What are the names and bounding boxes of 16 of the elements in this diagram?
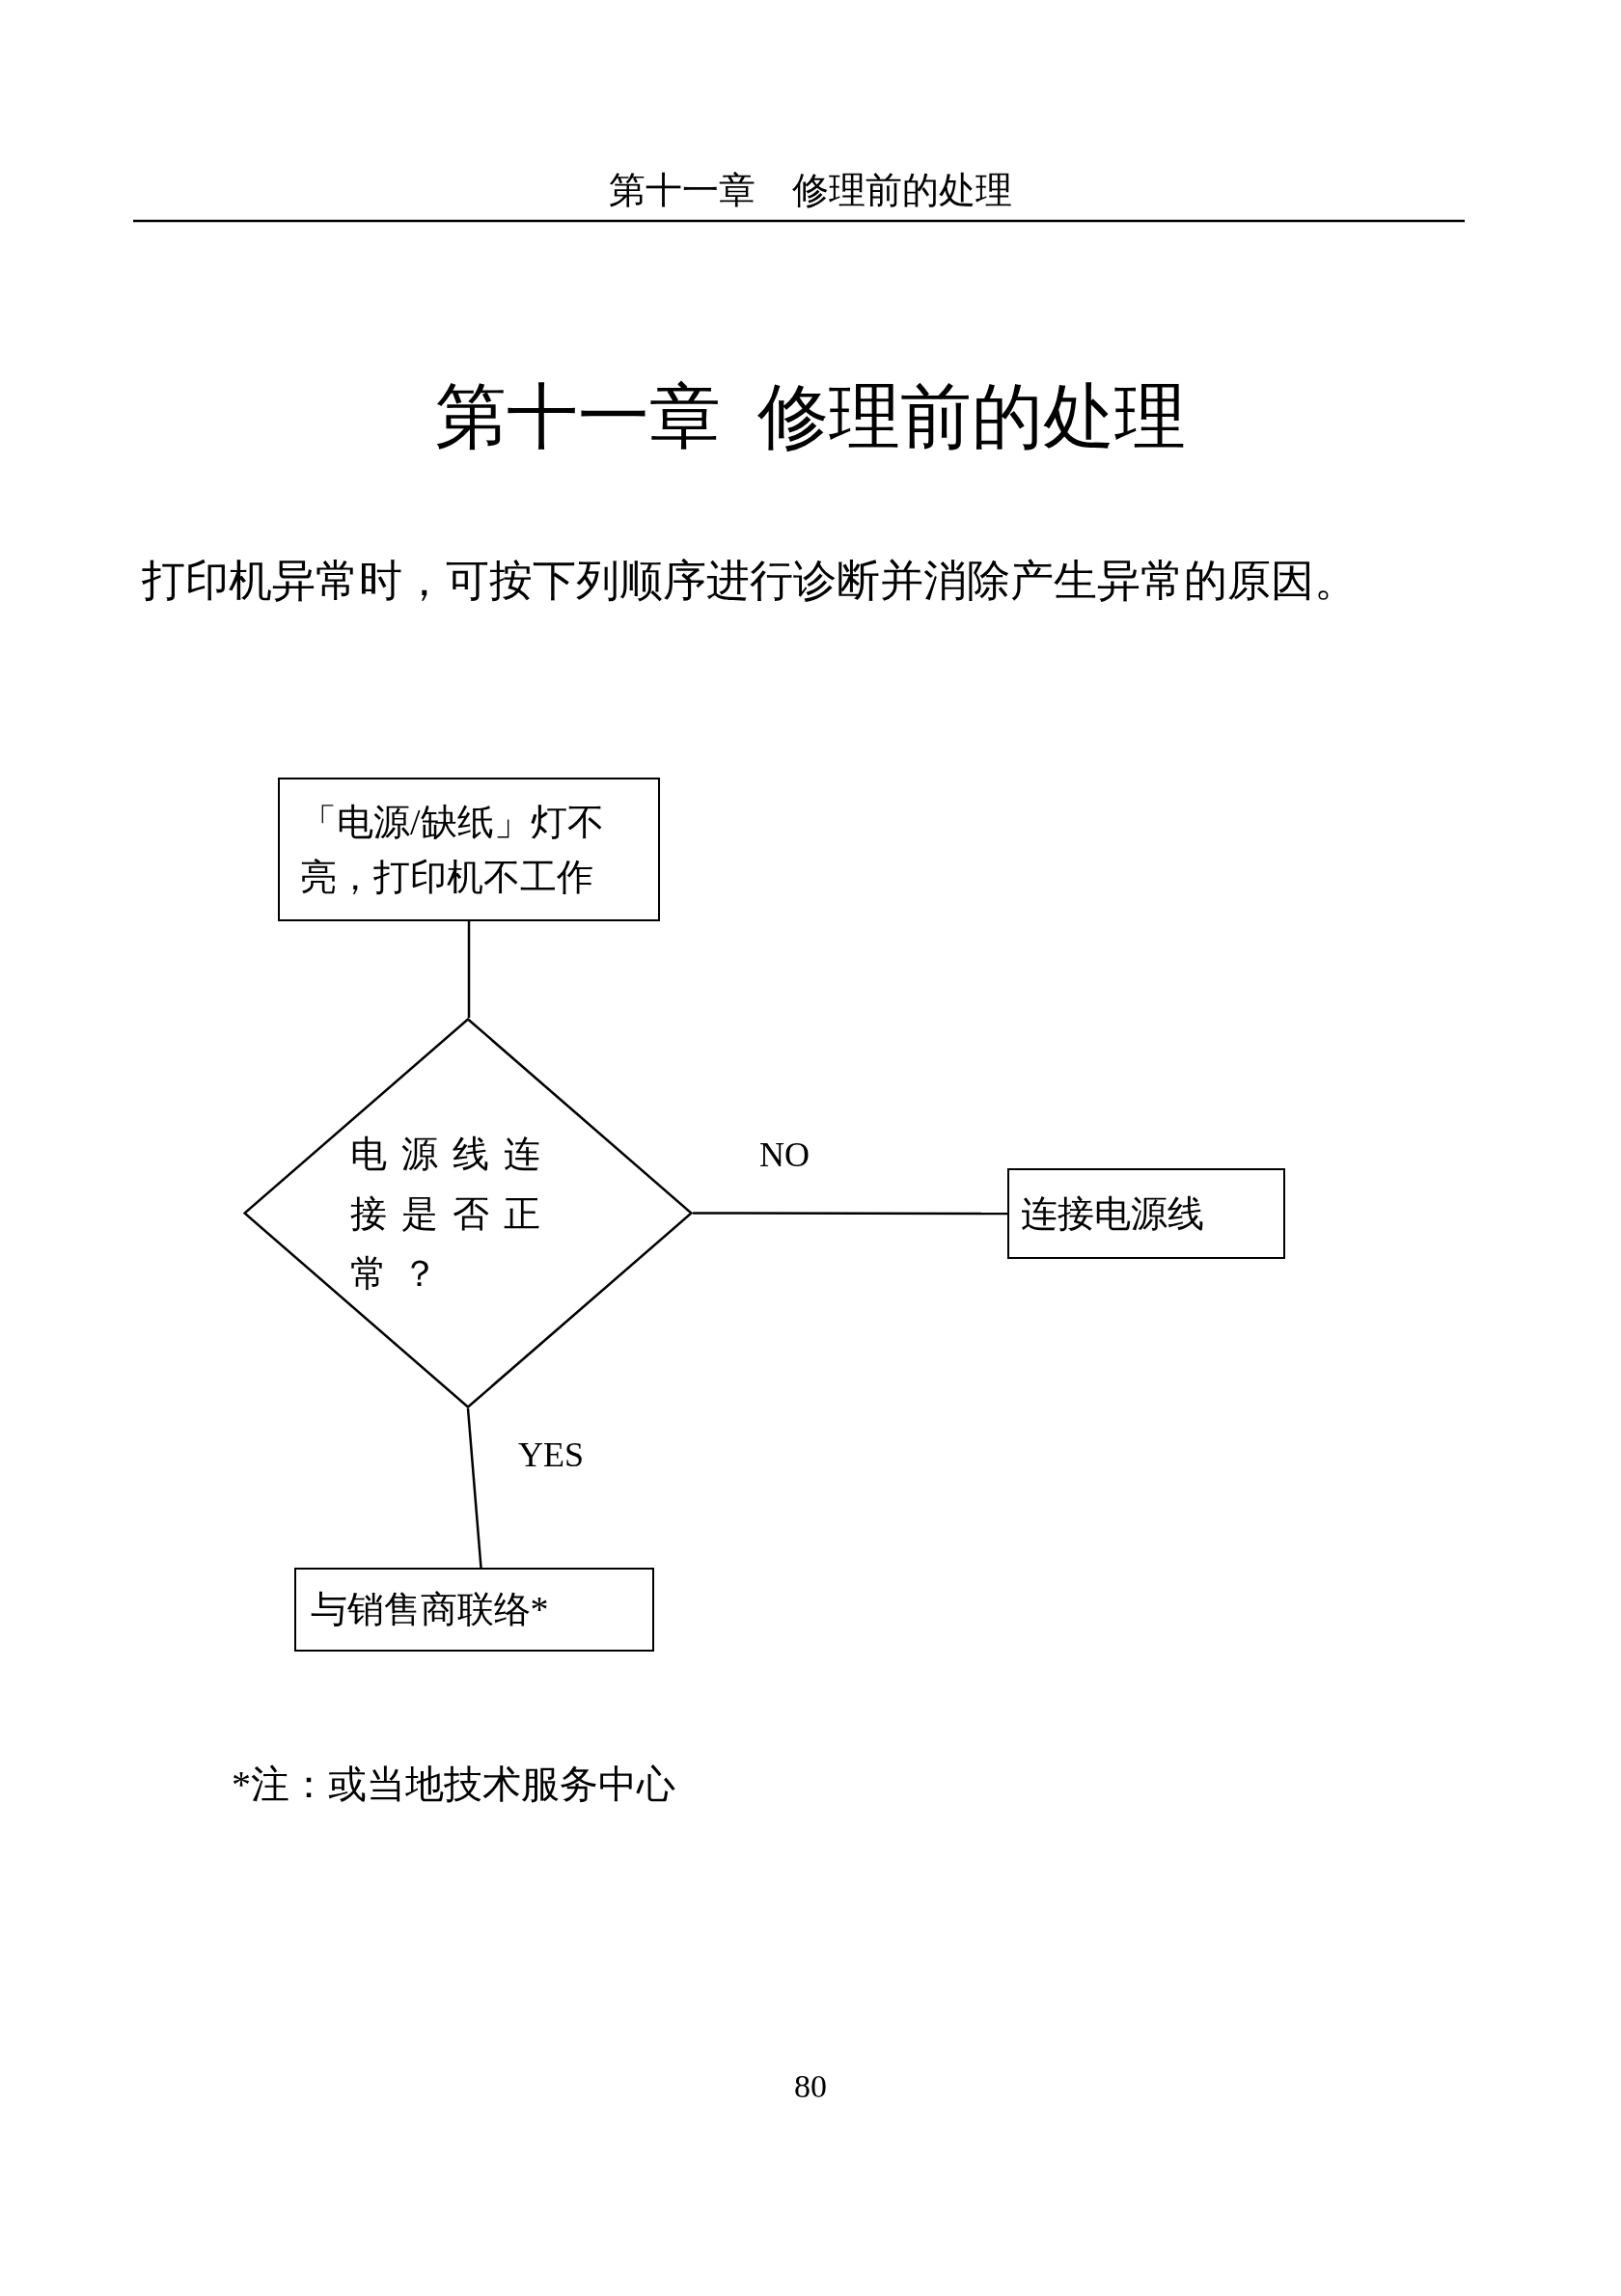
connector-line xyxy=(693,1212,1007,1216)
connector-line xyxy=(466,1408,482,1569)
footnote: *注：或当地技术服务中心 xyxy=(232,1762,675,1808)
process-box xyxy=(294,1568,654,1652)
box-text: 「电源/缺纸」灯不亮，打印机不工作 xyxy=(300,800,605,899)
box-text: 连接电源线 xyxy=(1021,1191,1205,1236)
box-text: 与销售商联络* xyxy=(310,1588,550,1631)
process-box xyxy=(1007,1168,1285,1259)
decision-diamond xyxy=(243,1018,693,1408)
page-title: 第十一章 修理前的处理 xyxy=(433,376,1188,458)
page-number: 80 xyxy=(793,2067,828,2106)
connector-line xyxy=(467,921,471,1018)
intro-text: 打印机异常时，可按下列顺序进行诊断并消除产生异常的原因。 xyxy=(142,556,1358,607)
process-box xyxy=(278,778,660,921)
decision-text: 电源线连接是否正常？ xyxy=(349,1132,556,1296)
running-header: 第十一章 修理前的处理 xyxy=(608,169,1013,212)
